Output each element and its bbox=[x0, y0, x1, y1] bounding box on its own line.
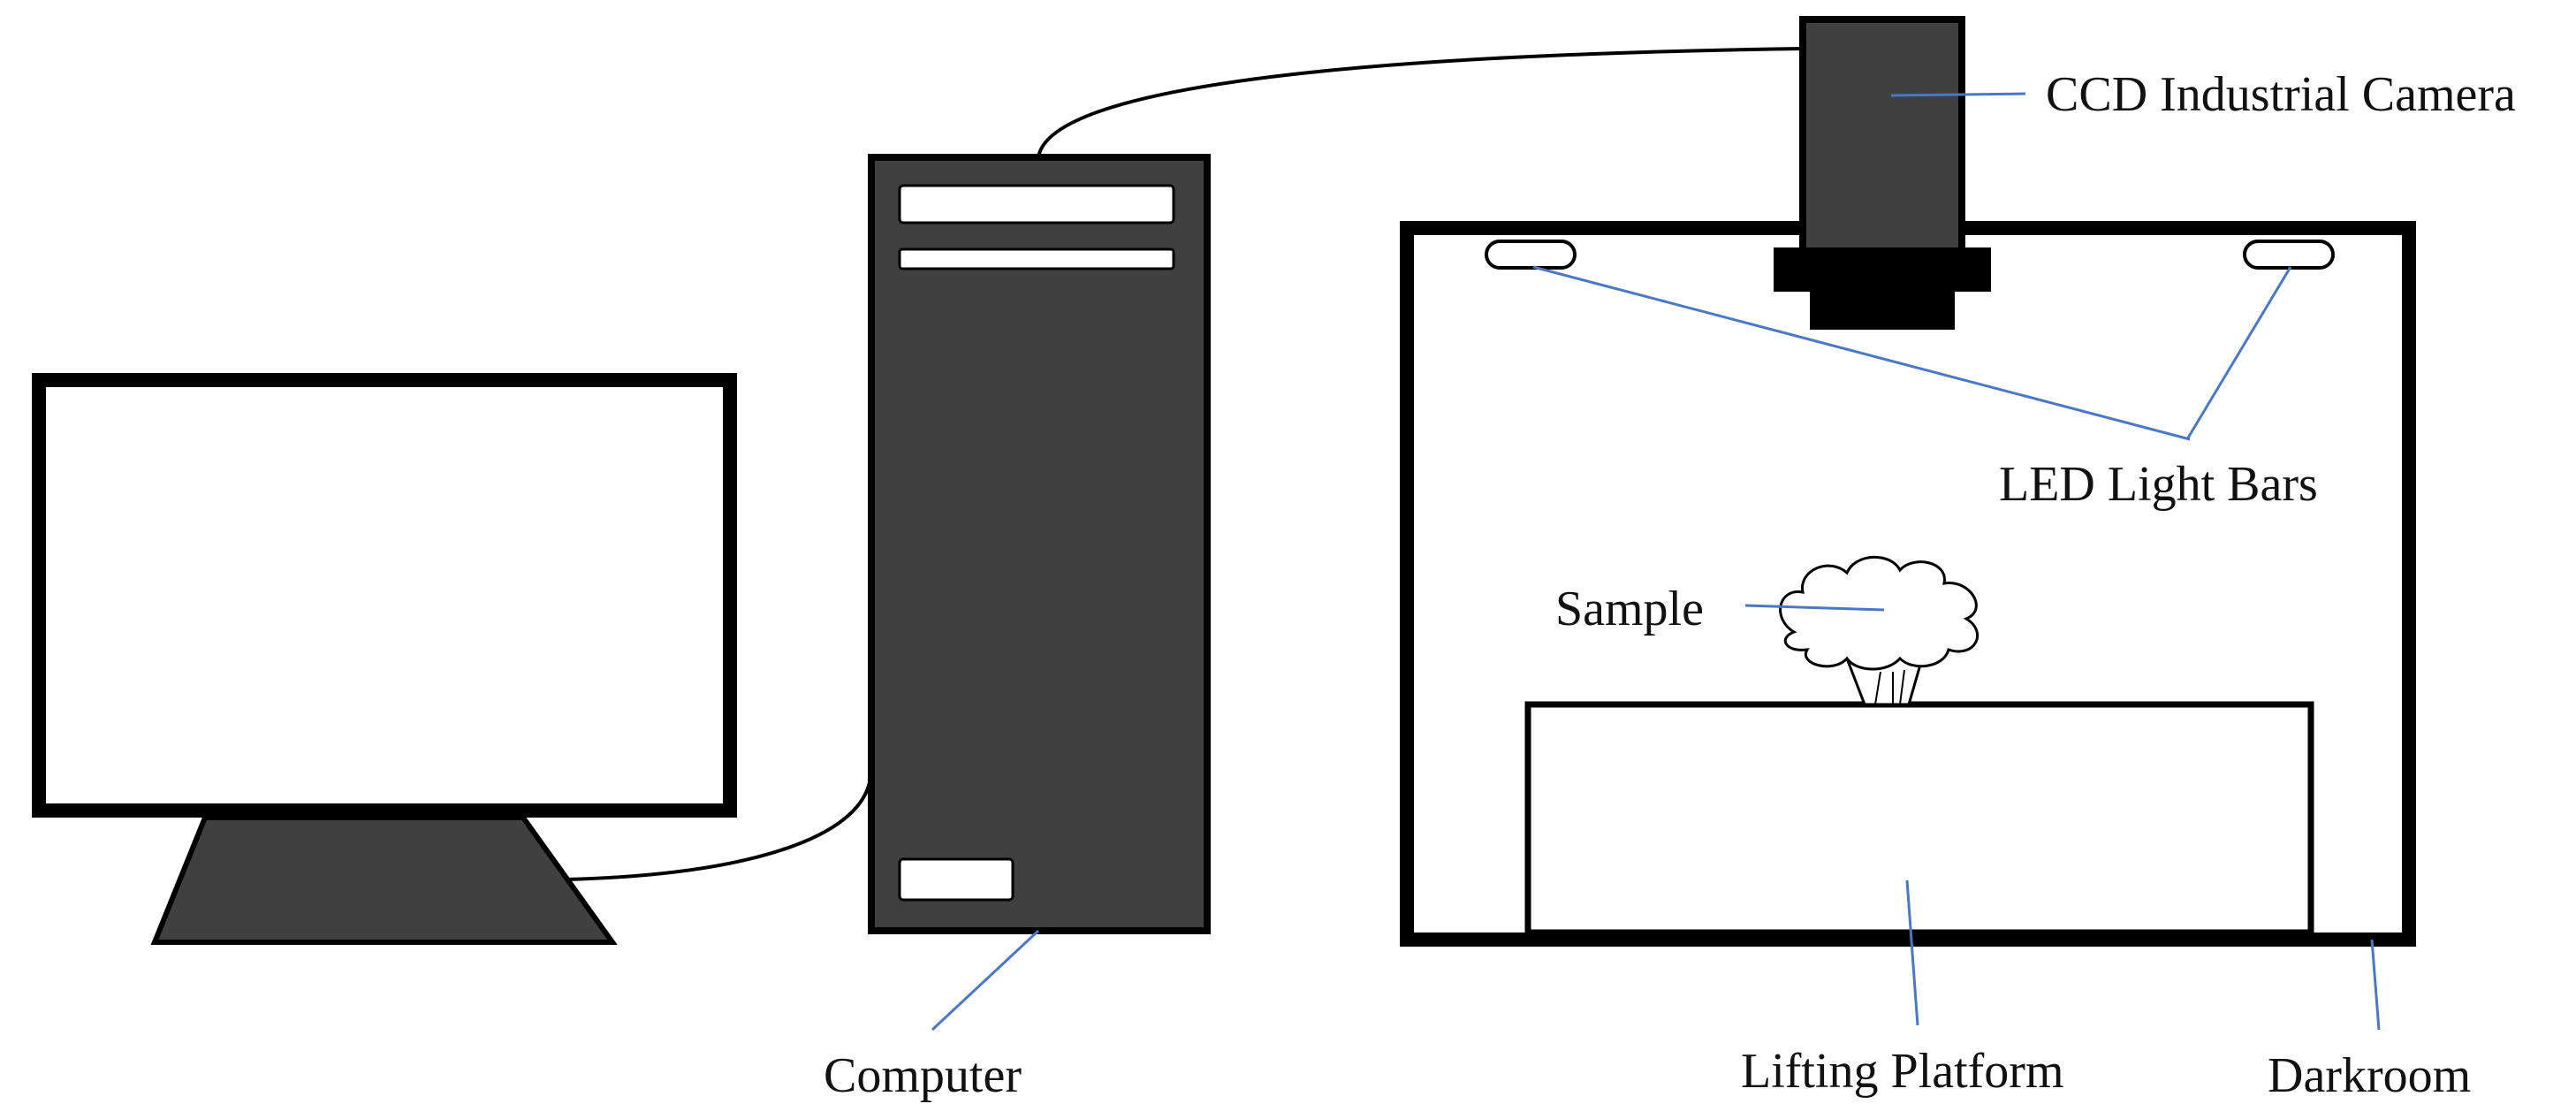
leader-darkroom bbox=[2370, 939, 2381, 1031]
ccd-camera bbox=[1774, 16, 1991, 330]
leader-led-left bbox=[1532, 265, 2191, 441]
camera-body bbox=[1799, 16, 1965, 258]
led-light-bar-left bbox=[1485, 240, 1577, 270]
label-led-light-bars: LED Light Bars bbox=[1999, 457, 2318, 512]
label-darkroom: Darkroom bbox=[2268, 1048, 2471, 1103]
drive-bay-2 bbox=[898, 247, 1175, 270]
monitor bbox=[32, 373, 737, 945]
tower-front-slot bbox=[898, 857, 1014, 902]
leader-computer bbox=[931, 929, 1040, 1031]
computer-camera-cable bbox=[1037, 47, 1804, 158]
label-lifting-platform: Lifting Platform bbox=[1741, 1044, 2064, 1099]
label-sample: Sample bbox=[1555, 582, 1704, 636]
leader-platform bbox=[1905, 879, 1919, 1026]
leader-camera bbox=[1890, 92, 2026, 97]
camera-lens bbox=[1810, 290, 1955, 330]
leader-sample bbox=[1744, 604, 1885, 612]
drive-bay-1 bbox=[898, 184, 1175, 225]
leader-led-right bbox=[2185, 266, 2292, 440]
led-light-bar-right bbox=[2243, 240, 2335, 270]
lifting-platform-box bbox=[1524, 701, 2314, 936]
sample-stem-lines bbox=[1874, 669, 1905, 705]
sample bbox=[1779, 555, 1979, 706]
camera-lens-mount bbox=[1774, 247, 1991, 292]
computer-tower bbox=[868, 154, 1211, 934]
monitor-computer-cable bbox=[565, 777, 872, 881]
darkroom bbox=[1400, 221, 2416, 947]
label-computer: Computer bbox=[824, 1048, 1022, 1103]
tower-body bbox=[868, 154, 1211, 934]
leader-lines bbox=[931, 92, 2381, 1031]
sample-head bbox=[1779, 555, 1979, 671]
monitor-stand bbox=[150, 815, 618, 945]
monitor-screen bbox=[32, 373, 737, 818]
label-ccd-camera: CCD Industrial Camera bbox=[2046, 67, 2516, 122]
